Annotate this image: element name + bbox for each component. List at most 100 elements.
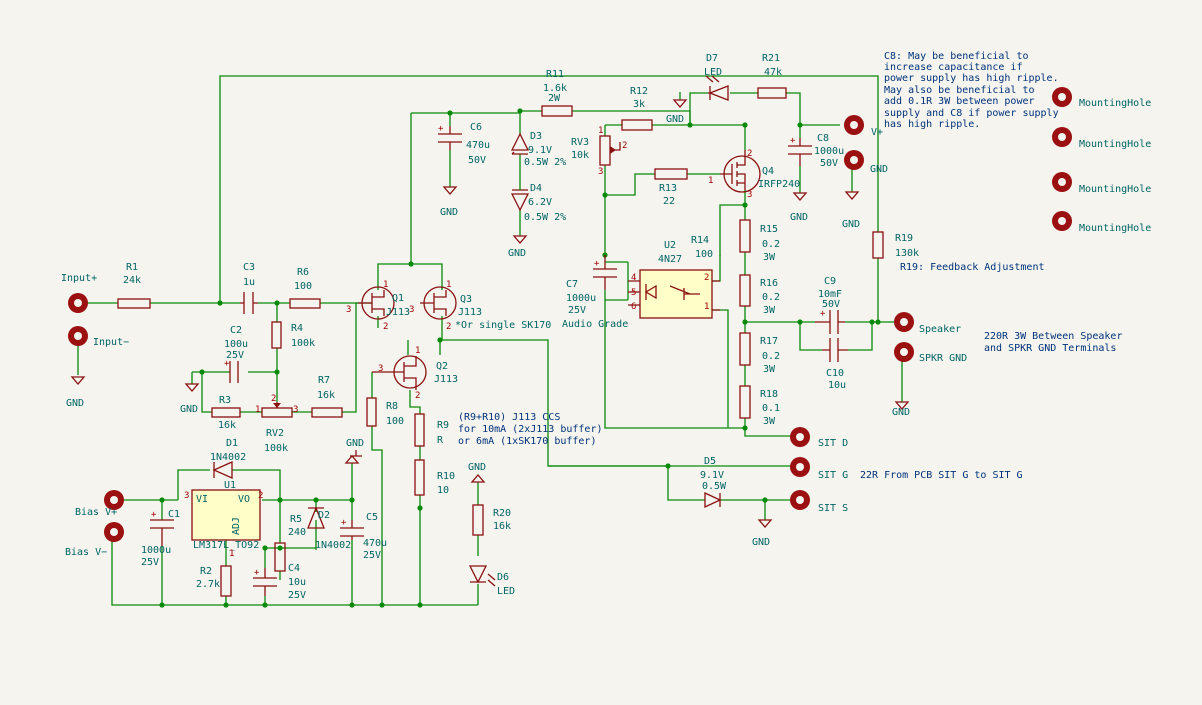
label-r8-ref: R8 [386,401,398,412]
resistor-r15[interactable] [739,219,751,253]
capacitor-c10[interactable] [822,338,848,362]
resistor-r5[interactable] [274,542,286,572]
zener-d3[interactable] [510,132,530,155]
label-q3-ref: Q3 [460,294,472,305]
capacitor-c3[interactable] [240,292,258,314]
note-r19: R19: Feedback Adjustment [900,262,1045,273]
mosfet-q4[interactable] [720,150,761,193]
label-c4-v: 25V [288,590,306,601]
resistor-r19[interactable] [872,231,884,259]
jfet-q2[interactable] [372,355,427,390]
resistor-r21[interactable] [757,87,787,99]
diode-d2[interactable] [307,506,325,529]
gnd-symbol [844,191,860,200]
spkr-gnd-terminal[interactable] [894,342,914,362]
zener-d4[interactable] [510,182,530,212]
capacitor-c7[interactable]: + [593,255,617,290]
label-c9-v: 50V [822,299,840,310]
label-q2-ref: Q2 [436,361,448,372]
sit-s-terminal[interactable] [790,490,810,510]
optocoupler-u2[interactable] [628,269,720,319]
jfet-q3[interactable] [420,286,457,320]
pin-number: 3 [346,305,351,315]
label-c3-val: 1u [243,277,255,288]
label-c7-val: 1000u [566,293,596,304]
resistor-r16[interactable] [739,274,751,307]
capacitor-c5[interactable]: + [340,518,364,540]
pin-number: 6 [631,302,636,312]
resistor-r7[interactable] [311,407,343,418]
resistor-r2[interactable] [220,565,232,597]
potentiometer-rv2[interactable] [261,402,293,418]
speaker-terminal[interactable] [894,312,914,332]
sit-g-terminal[interactable] [790,457,810,477]
input-plus-terminal[interactable] [68,293,88,313]
note-c8-4: May also be beneficial to [884,85,1035,96]
label-r19-ref: R19 [895,233,913,244]
resistor-r12[interactable] [621,119,653,131]
pin-number: 2 [622,141,627,151]
pin-number: 2 [704,273,709,283]
resistor-r13[interactable] [654,168,688,180]
jfet-q1[interactable] [358,286,395,320]
zener-d5[interactable] [704,491,722,509]
vplus-terminal[interactable] [844,115,864,135]
note-ccs-2: for 10mA (2xJ113 buffer) [458,424,603,435]
bias-vplus-terminal[interactable] [104,490,124,510]
power-flag-symbol [344,455,360,464]
potentiometer-rv3[interactable] [599,135,621,166]
label-gnd: GND [346,438,364,449]
regulator-u1[interactable] [191,489,261,541]
capacitor-c4[interactable]: + [253,568,277,596]
capacitor-c8[interactable]: + [788,136,812,166]
capacitor-c2[interactable]: + [224,359,239,383]
gnd-terminal[interactable] [844,150,864,170]
mounting-hole-3 [1052,172,1072,192]
note-c8-2: increase capacitance if [884,62,1022,73]
capacitor-c9[interactable]: + [815,309,845,334]
gnd-symbol [672,99,688,108]
label-u1-vo: VO [238,494,250,505]
bias-vminus-terminal[interactable] [104,522,124,542]
label-c8-ref: C8 [817,133,829,144]
label-r9-ref: R9 [437,420,449,431]
label-r6-ref: R6 [297,267,309,278]
label-c9-ref: C9 [824,276,836,287]
label-c2-ref: C2 [230,325,242,336]
resistor-r18[interactable] [739,385,751,419]
resistor-r8[interactable] [366,397,377,427]
svg-text:+: + [790,136,796,146]
resistor-r20[interactable] [472,504,484,536]
label-r8-val: 100 [386,416,404,427]
resistor-r17[interactable] [739,332,751,366]
resistor-r11[interactable] [541,105,573,117]
resistor-r10[interactable] [414,459,425,496]
label-c5-ref: C5 [366,512,378,523]
resistor-r9[interactable] [414,413,425,447]
label-c7-note: Audio Grade [562,319,628,330]
label-sit-d: SIT D [818,438,848,449]
pin-number: 5 [631,288,636,298]
sit-d-terminal[interactable] [790,427,810,447]
label-r5-val: 240 [288,527,306,538]
pin-number: 2 [271,394,276,404]
pin-number: 1 [255,405,260,415]
resistor-r1[interactable] [117,298,151,309]
label-input-plus: Input+ [61,273,97,284]
label-r11-ref: R11 [546,69,564,80]
resistor-r3[interactable] [211,407,241,418]
label-r13-ref: R13 [659,183,677,194]
capacitor-c6[interactable]: + [438,124,462,150]
label-r17-w: 3W [763,364,776,375]
led-d7[interactable] [705,75,729,101]
led-d6[interactable] [468,565,496,587]
input-minus-terminal[interactable] [68,326,88,375]
mounting-hole-2 [1052,127,1072,147]
label-r3-ref: R3 [219,395,231,406]
resistor-r6[interactable] [289,298,321,309]
label-r15-val: 0.2 [762,239,780,250]
resistor-r4[interactable] [271,321,282,349]
diode-d1[interactable] [212,460,233,480]
capacitor-c1[interactable]: + [150,510,174,546]
